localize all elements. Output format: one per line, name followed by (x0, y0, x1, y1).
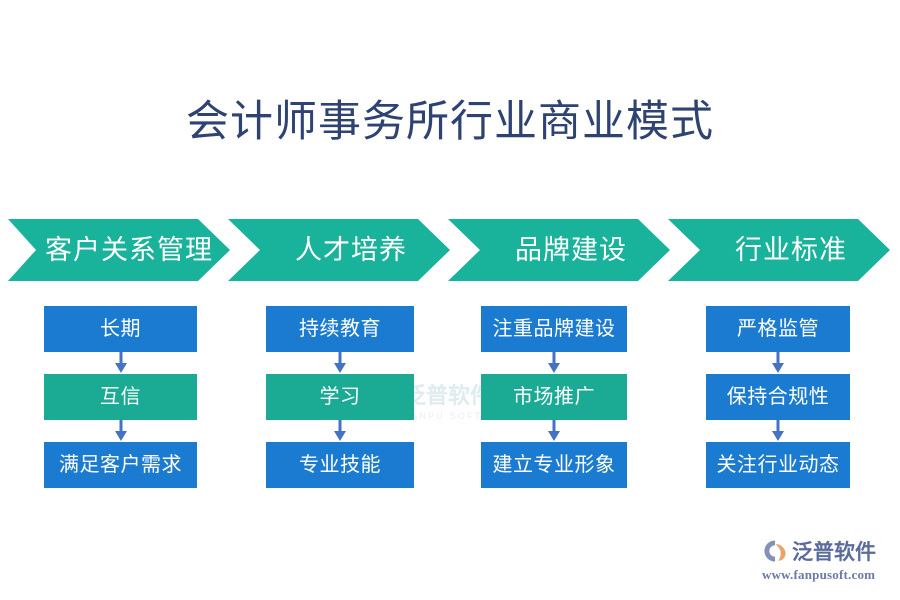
chevron-step-4[interactable]: 行业标准 (668, 219, 890, 281)
node-box[interactable]: 保持合规性 (706, 374, 850, 420)
node-label: 建立专业形象 (492, 453, 616, 476)
node-label: 注重品牌建设 (492, 317, 616, 340)
arrow-down-icon (44, 420, 197, 442)
arrow-down-icon (266, 352, 414, 374)
node-label: 持续教育 (299, 317, 381, 340)
node-box[interactable]: 注重品牌建设 (481, 306, 627, 352)
brand-logo: 泛普软件 www.fanpusoft.com (762, 536, 892, 583)
node-box[interactable]: 市场推广 (481, 374, 627, 420)
node-label: 专业技能 (299, 453, 381, 476)
node-box[interactable]: 互信 (44, 374, 197, 420)
node-box[interactable]: 学习 (266, 374, 414, 420)
arrow-down-icon (481, 420, 627, 442)
column-industry-standards: 严格监管 保持合规性 关注行业动态 (706, 306, 850, 488)
arrow-down-icon (266, 420, 414, 442)
chevron-step-2-label: 人才培养 (295, 235, 407, 265)
chevron-band: 客户关系管理 人才培养 品牌建设 行业标准 (0, 219, 900, 281)
column-brand-building: 注重品牌建设 市场推广 建立专业形象 (481, 306, 627, 488)
node-label: 保持合规性 (726, 385, 830, 408)
chevron-step-4-label: 行业标准 (735, 235, 847, 265)
node-label: 严格监管 (737, 317, 819, 340)
page-title: 会计师事务所行业商业模式 (186, 99, 714, 146)
node-label: 长期 (100, 317, 141, 340)
brand-logo-name: 泛普软件 (792, 541, 876, 564)
node-box[interactable]: 严格监管 (706, 306, 850, 352)
node-box[interactable]: 持续教育 (266, 306, 414, 352)
chevron-step-3-label: 品牌建设 (515, 235, 627, 265)
arrow-down-icon (706, 352, 850, 374)
column-talent-development: 持续教育 学习 专业技能 (266, 306, 414, 488)
node-box[interactable]: 满足客户需求 (44, 442, 197, 488)
node-label: 关注行业动态 (716, 453, 840, 476)
node-label: 学习 (319, 385, 361, 408)
arrow-down-icon (44, 352, 197, 374)
fanpu-logo-mark-icon (762, 538, 788, 564)
arrow-down-icon (481, 352, 627, 374)
column-customer-relationship: 长期 互信 满足客户需求 (44, 306, 197, 488)
node-box[interactable]: 专业技能 (266, 442, 414, 488)
watermark-name: 泛普软件 (404, 383, 493, 408)
node-label: 市场推广 (513, 385, 595, 408)
brand-logo-url: www.fanpusoft.com (762, 567, 876, 582)
node-box[interactable]: 关注行业动态 (706, 442, 850, 488)
chevron-step-1-label: 客户关系管理 (45, 235, 213, 265)
chevron-step-2[interactable]: 人才培养 (228, 219, 450, 281)
node-label: 互信 (100, 385, 141, 408)
chevron-step-1[interactable]: 客户关系管理 (8, 219, 230, 281)
node-label: 满足客户需求 (59, 453, 182, 476)
arrow-down-icon (706, 420, 850, 442)
node-box[interactable]: 长期 (44, 306, 197, 352)
node-box[interactable]: 建立专业形象 (481, 442, 627, 488)
chevron-step-3[interactable]: 品牌建设 (448, 219, 670, 281)
